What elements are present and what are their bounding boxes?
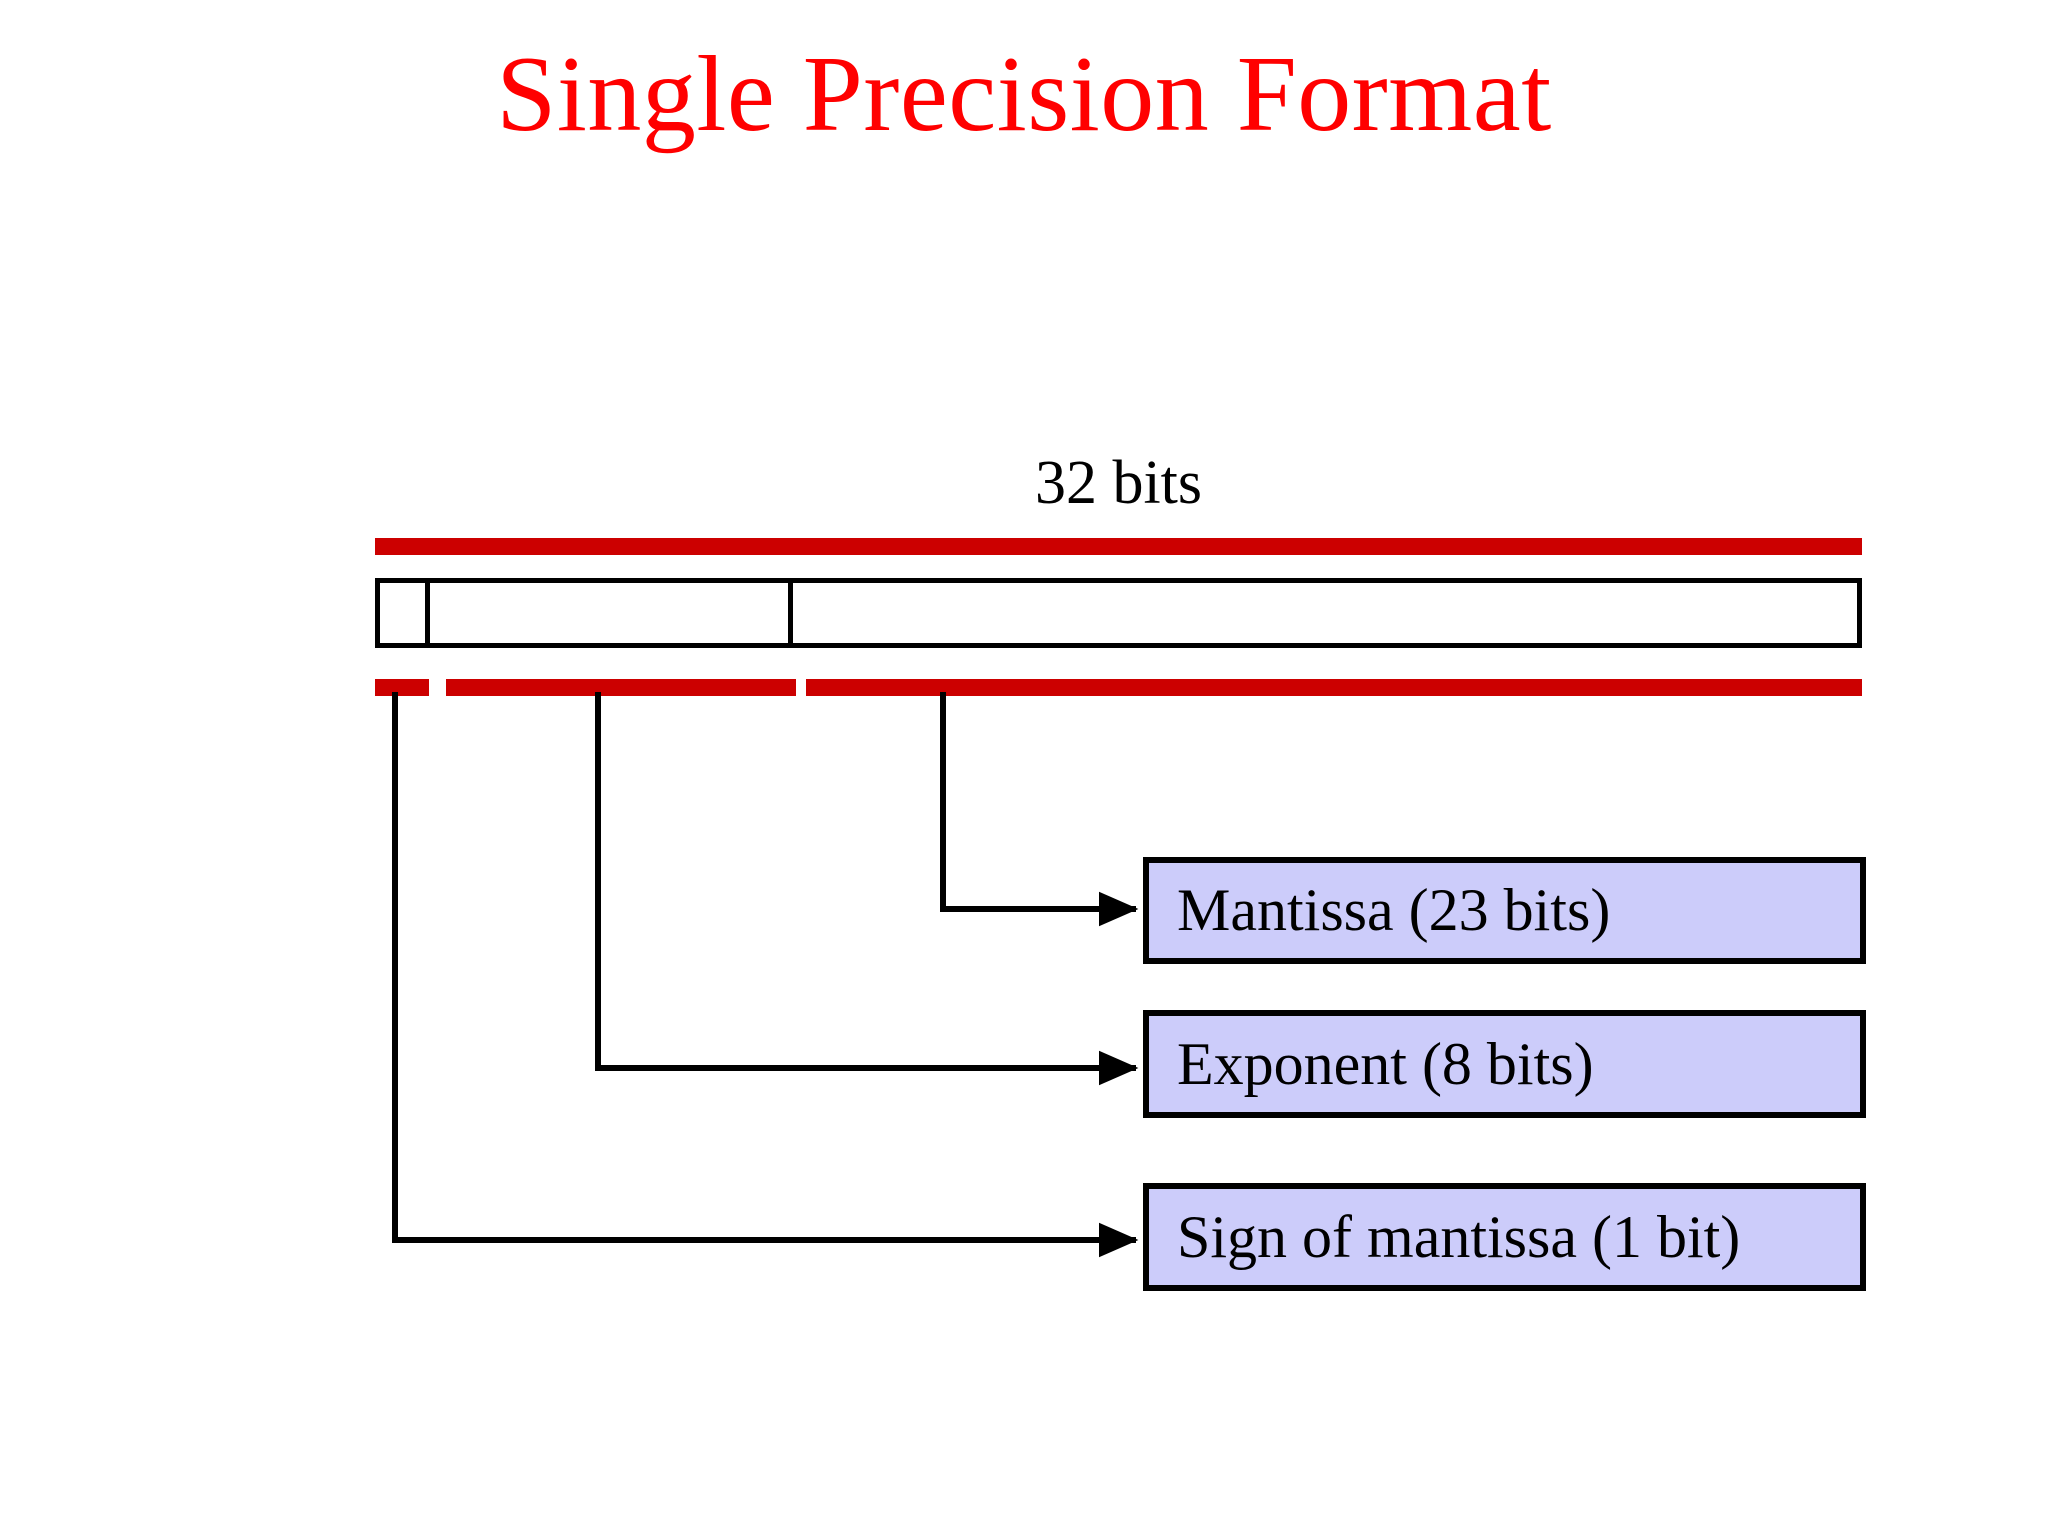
bit-cell-mantissa <box>793 583 1857 643</box>
mantissa-field-rule <box>806 679 1862 696</box>
bit-cell-exponent <box>430 583 793 643</box>
total-width-rule <box>375 538 1862 555</box>
leader-line-sign <box>392 692 1139 1258</box>
legend-label-sign: Sign of mantissa (1 bit) <box>1177 1203 1741 1270</box>
bit-width-caption: 32 bits <box>1034 449 1203 517</box>
bit-field-diagram <box>375 578 1862 648</box>
legend-label-mantissa: Mantissa (23 bits) <box>1177 877 1611 943</box>
legend-label-exponent: Exponent (8 bits) <box>1177 1030 1594 1097</box>
leader-line-exponent <box>595 692 1139 1086</box>
bit-cell-sign <box>380 583 430 643</box>
legend-box-mantissa: Mantissa (23 bits) <box>1143 857 1866 964</box>
page-title: Single Precision Format <box>496 35 1552 154</box>
leader-line-mantissa <box>940 692 1139 927</box>
sign-field-rule <box>375 679 429 696</box>
legend-box-exponent: Exponent (8 bits) <box>1143 1010 1866 1118</box>
exponent-field-rule <box>446 679 796 696</box>
legend-box-sign: Sign of mantissa (1 bit) <box>1143 1183 1866 1291</box>
